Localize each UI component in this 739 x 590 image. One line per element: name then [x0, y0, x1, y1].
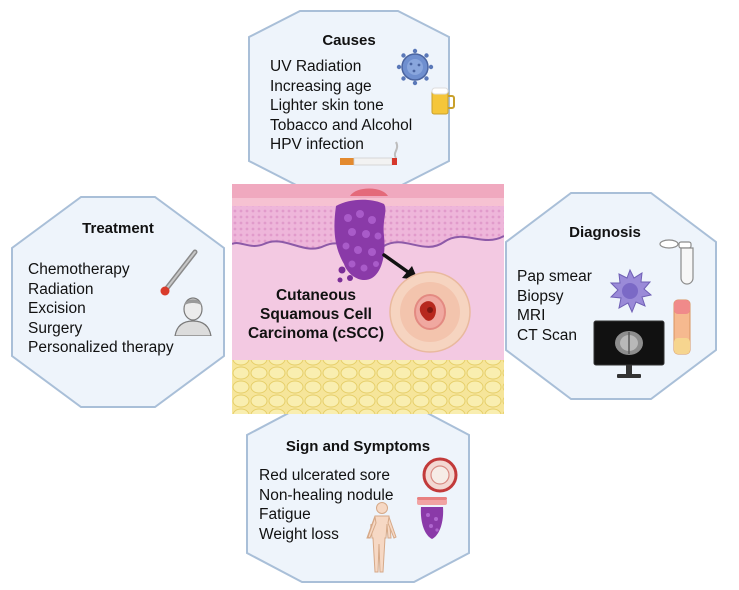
- symptoms-hexagon: Sign and Symptoms Red ulcerated sore Non…: [246, 405, 470, 583]
- tissue-sample-icon: [673, 299, 691, 355]
- diagnosis-hexagon: Diagnosis Pap smear Biopsy MRI CT Scan: [505, 192, 717, 400]
- list-item: Lighter skin tone: [270, 97, 384, 114]
- human-body-icon: [366, 502, 397, 573]
- skin-cross-section: Cutaneous Squamous Cell Carcinoma (cSCC): [232, 184, 504, 414]
- list-item: Pap smear: [517, 268, 592, 285]
- list-item: Tobacco and Alcohol: [270, 116, 413, 134]
- list-item: Increasing age: [270, 77, 372, 95]
- beer-mug-icon: [431, 87, 455, 115]
- diagnosis-list: Pap smear Biopsy MRI CT Scan: [517, 267, 592, 345]
- virus-icon: [396, 48, 434, 86]
- nodule-icon: [417, 497, 447, 539]
- list-item: Personalized therapy: [28, 339, 174, 356]
- cigarette-icon: [340, 141, 399, 166]
- immune-cell-icon: [609, 268, 653, 314]
- diagnosis-title: Diagnosis: [569, 224, 641, 241]
- brush-applicator-icon: [160, 249, 198, 296]
- treatment-title: Treatment: [82, 220, 154, 237]
- list-item: Excision: [28, 300, 86, 317]
- list-item: CT Scan: [517, 326, 578, 344]
- treatment-hexagon: Treatment Chemotherapy Radiation Excisio…: [11, 196, 225, 408]
- causes-list: UV Radiation Increasing age Lighter skin…: [270, 57, 412, 155]
- list-item: Red ulcerated sore: [259, 467, 390, 484]
- causes-hexagon: Causes UV Radiation Increasing age Light…: [248, 10, 455, 188]
- list-item: Radiation: [28, 280, 94, 298]
- list-item: Surgery: [28, 319, 83, 337]
- list-item: Non-healing nodule: [259, 486, 394, 504]
- lesion-closeup-icon: [389, 271, 471, 353]
- list-item: HPV infection: [270, 136, 364, 153]
- ulcer-sore-icon: [422, 457, 458, 493]
- mri-monitor-icon: [593, 320, 665, 378]
- symptoms-list: Red ulcerated sore Non-healing nodule Fa…: [259, 466, 393, 544]
- symptoms-title: Sign and Symptoms: [285, 438, 431, 455]
- test-tube-icon: [659, 239, 694, 285]
- list-item: MRI: [517, 307, 546, 324]
- treatment-list: Chemotherapy Radiation Excision Surgery …: [28, 260, 174, 358]
- list-item: Biopsy: [517, 287, 564, 305]
- causes-title: Causes: [322, 32, 376, 49]
- list-item: UV Radiation: [270, 58, 362, 75]
- center-title: Cutaneous Squamous Cell Carcinoma (cSCC): [247, 287, 385, 342]
- list-item: Chemotherapy: [28, 261, 130, 278]
- person-bust-icon: [174, 297, 212, 336]
- list-item: Weight loss: [259, 525, 339, 543]
- list-item: Fatigue: [259, 506, 311, 523]
